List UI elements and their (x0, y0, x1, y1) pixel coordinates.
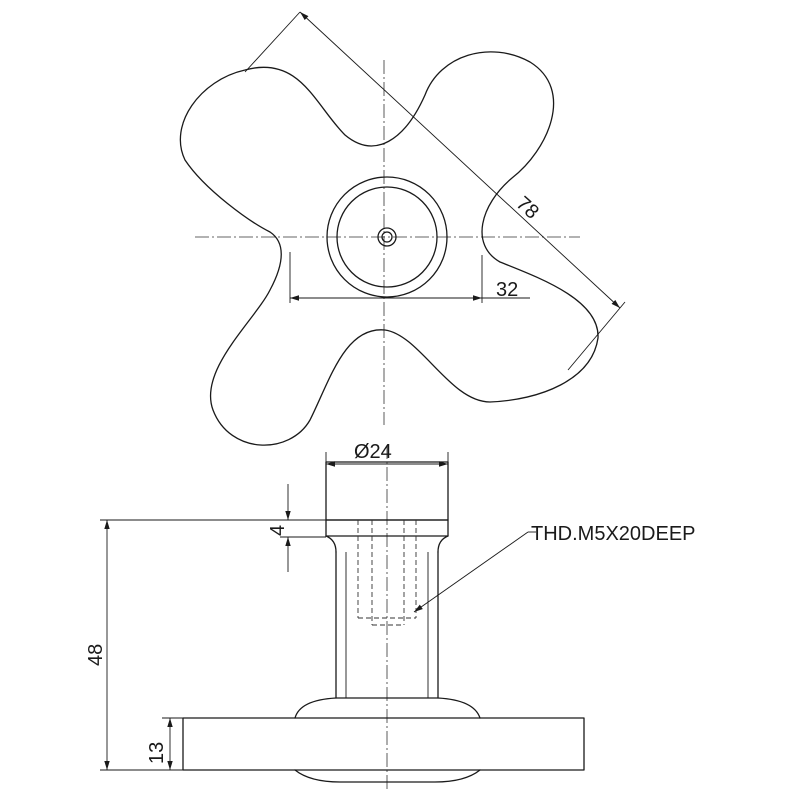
knob-lobe-outline (179, 51, 599, 446)
dim-text-32: 32 (496, 279, 518, 301)
dim-text-4: 4 (267, 525, 289, 536)
dim-line-78 (299, 11, 621, 309)
thread-callout-leader (413, 531, 529, 613)
dim-text-24: Ø24 (354, 441, 392, 463)
cap-flange (325, 519, 449, 537)
cap-fillet (325, 535, 449, 553)
side-view: Ø24 4 48 13 THD.M5X20DEEP (85, 441, 696, 790)
base-dome (294, 697, 481, 719)
base-plate (182, 717, 585, 771)
base-dome-bottom (294, 769, 481, 783)
dim-text-78: 78 (512, 192, 543, 223)
thread-callout-text: THD.M5X20DEEP (531, 523, 696, 545)
top-view: 32 78 (179, 11, 626, 446)
ext-line-78-bottom (567, 301, 626, 371)
dim-text-48: 48 (85, 644, 107, 666)
ext-line-78-top (244, 11, 301, 73)
dim-text-13: 13 (146, 742, 168, 764)
